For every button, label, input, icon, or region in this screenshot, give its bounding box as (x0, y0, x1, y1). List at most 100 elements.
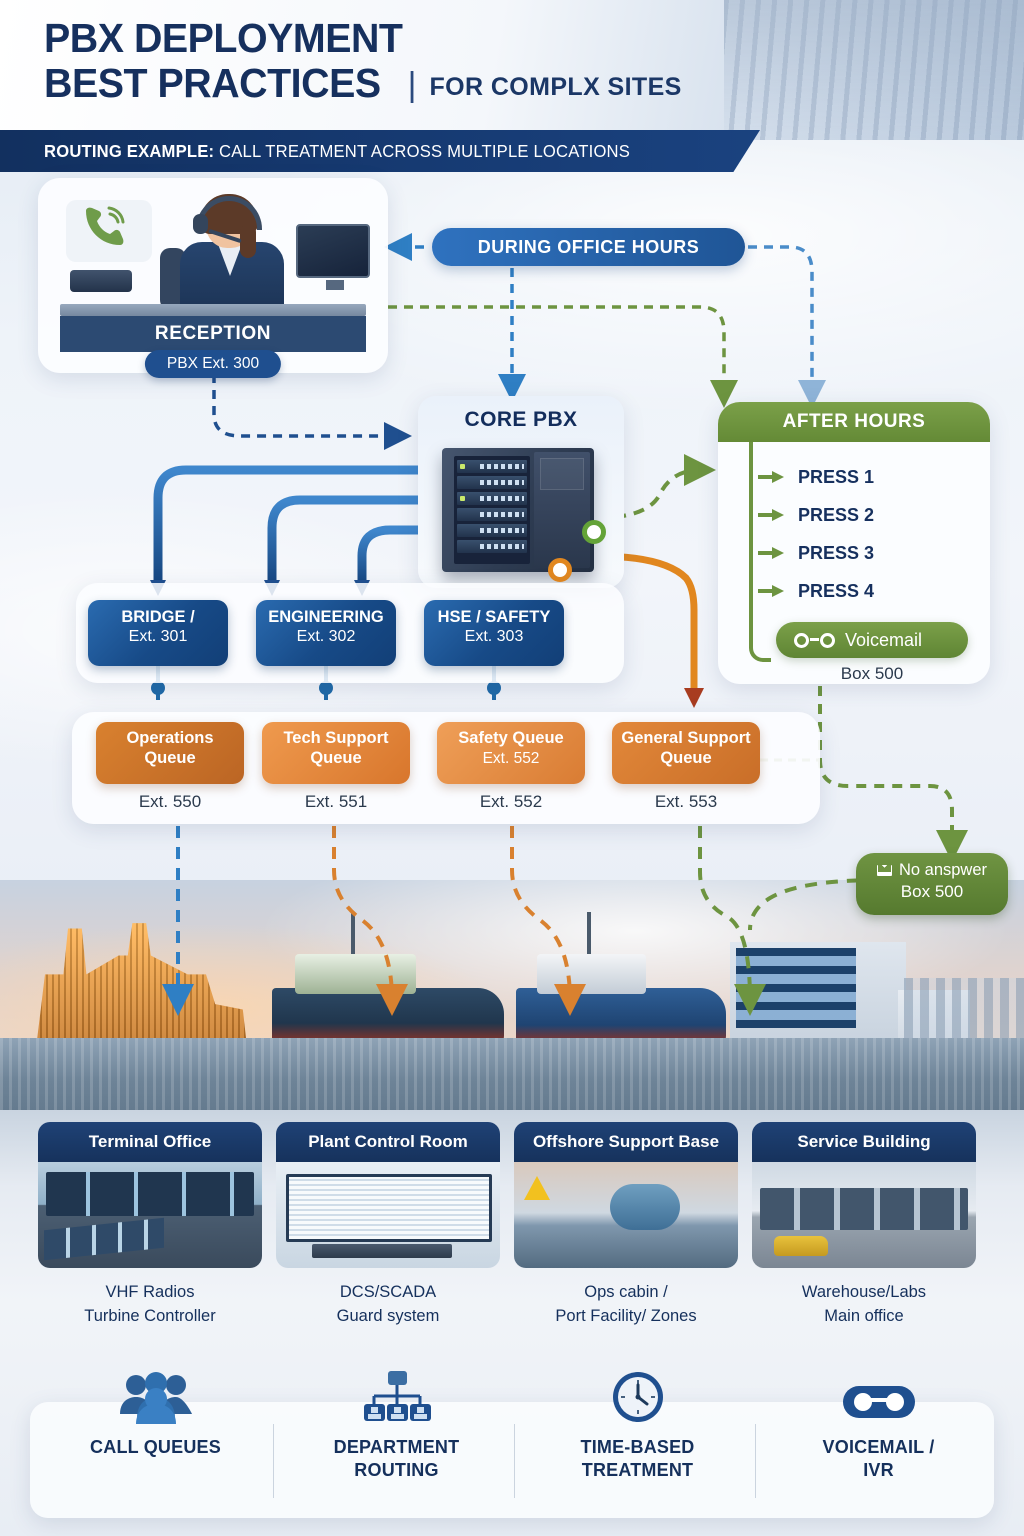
reception-desk-top (60, 304, 366, 316)
location-title: Terminal Office (88, 1132, 212, 1151)
location-caption: Ops cabin / Port Facility/ Zones (514, 1281, 738, 1329)
location-photo (38, 1162, 262, 1268)
department-engineering[interactable]: ENGINEERING Ext. 302 (256, 600, 396, 666)
ivr-option-press-4[interactable]: PRESS 4 (758, 572, 968, 610)
feature-label: DEPARTMENT ROUTING (276, 1436, 517, 1481)
after-hours-spine (749, 442, 771, 662)
title-line-1: PBX DEPLOYMENT (44, 15, 403, 61)
department-bridge[interactable]: BRIDGE / Ext. 301 (88, 600, 228, 666)
title-line-2: BEST PRACTICES (44, 59, 381, 106)
no-answer-box: Box 500 (900, 882, 964, 901)
queue-safety[interactable]: Safety Queue Ext. 552 (437, 722, 585, 784)
feature-label-line1: TIME-BASED (580, 1437, 695, 1457)
location-caption: VHF Radios Turbine Controller (38, 1281, 262, 1329)
title-subtitle: FOR COMPLX SITES (429, 72, 682, 101)
no-answer-row: No anspwer (856, 861, 1008, 880)
core-pbx-card: CORE PBX (418, 396, 624, 588)
feature-call-queues[interactable]: CALL QUEUES (35, 1370, 276, 1459)
location-card-offshore-support-base[interactable]: Offshore Support Base Ops cabin / Port F… (514, 1122, 738, 1352)
location-photo (752, 1162, 976, 1268)
desk-phone-icon (70, 270, 132, 292)
clock-icon (517, 1370, 758, 1424)
monitor-icon (296, 224, 370, 290)
voicemail-icon (794, 632, 835, 648)
page-title: PBX DEPLOYMENT BEST PRACTICES | FOR COMP… (44, 15, 682, 106)
location-card-plant-control-room[interactable]: Plant Control Room DCS/SCADA Guard syste… (276, 1122, 500, 1352)
location-header: Service Building (752, 1122, 976, 1162)
voicemail-tape (810, 638, 819, 642)
ivr-option-press-2[interactable]: PRESS 2 (758, 496, 968, 534)
queue-operations[interactable]: Operations Queue (96, 722, 244, 784)
department-name: ENGINEERING (268, 608, 384, 626)
voicemail-icon (758, 1370, 999, 1424)
reception-card: RECEPTION PBX Ext. 300 (38, 178, 388, 378)
server-rack-slots (454, 456, 530, 564)
during-office-hours-label: DURING OFFICE HOURS (477, 236, 700, 257)
location-caption-line2: Guard system (336, 1306, 440, 1325)
title-separator: | (407, 65, 417, 104)
voicemail-badge[interactable]: Voicemail (776, 622, 968, 658)
department-name: HSE / SAFETY (437, 608, 551, 626)
feature-label: TIME-BASED TREATMENT (517, 1436, 758, 1481)
server-slot (457, 540, 527, 553)
mast (350, 912, 355, 956)
location-caption-line1: VHF Radios (105, 1283, 195, 1301)
features-panel (30, 1402, 994, 1518)
location-caption-line1: Ops cabin / (584, 1283, 668, 1301)
no-answer-badge[interactable]: No anspwer Box 500 (856, 853, 1008, 915)
no-answer-label: No anspwer (898, 861, 988, 879)
during-office-hours-badge[interactable]: DURING OFFICE HOURS (432, 228, 745, 266)
department-extension: Ext. 301 (128, 628, 188, 646)
location-title: Service Building (797, 1132, 931, 1151)
arrow-right-icon (758, 509, 786, 521)
feature-voicemail-ivr[interactable]: VOICEMAIL / IVR (758, 1370, 999, 1481)
header-background (0, 0, 1024, 140)
feature-label-line2: ROUTING (354, 1459, 439, 1480)
location-header: Plant Control Room (276, 1122, 500, 1162)
queue-extension-operations: Ext. 550 (138, 792, 202, 811)
queue-name-line1: Safety Queue (458, 729, 564, 747)
department-hse-safety[interactable]: HSE / SAFETY Ext. 303 (424, 600, 564, 666)
location-caption-line2: Turbine Controller (84, 1306, 216, 1325)
deck (537, 954, 647, 994)
green-port-icon (582, 520, 606, 544)
reception-title-bar: RECEPTION (60, 316, 366, 352)
server-slot (457, 460, 527, 473)
feature-department-routing[interactable]: DEPARTMENT ROUTING (276, 1370, 517, 1481)
queue-extension-tech-support: Ext. 551 (304, 792, 368, 811)
office-building-illustration (730, 942, 970, 1052)
banner-bold-text: ROUTING EXAMPLE: (44, 140, 215, 161)
section-banner: ROUTING EXAMPLE: CALL TREATMENT ACROSS M… (0, 130, 760, 172)
feature-label: CALL QUEUES (35, 1436, 276, 1459)
location-title: Offshore Support Base (532, 1132, 720, 1151)
location-caption: DCS/SCADA Guard system (276, 1281, 500, 1329)
ivr-option-press-1[interactable]: PRESS 1 (758, 458, 968, 496)
reception-title: RECEPTION (154, 323, 272, 344)
scada-workstation-photo (276, 1162, 500, 1268)
feature-time-based-treatment[interactable]: TIME-BASED TREATMENT (517, 1370, 758, 1481)
location-card-terminal-office[interactable]: Terminal Office VHF Radios Turbine Contr… (38, 1122, 262, 1352)
reception-illustration (60, 192, 370, 310)
server-slot (457, 524, 527, 537)
feature-label-line1: VOICEMAIL / (822, 1437, 935, 1457)
ivr-option-label: PRESS 2 (798, 504, 875, 525)
ivr-option-press-3[interactable]: PRESS 3 (758, 534, 968, 572)
queue-general-support[interactable]: General Support Queue (612, 722, 760, 784)
location-photo (514, 1162, 738, 1268)
server-side-panel (534, 452, 590, 568)
location-caption: Warehouse/Labs Main office (752, 1281, 976, 1329)
ivr-option-label: PRESS 4 (798, 580, 875, 601)
feature-label-line1: CALL QUEUES (90, 1437, 221, 1457)
location-title: Plant Control Room (308, 1132, 468, 1151)
queue-tech-support[interactable]: Tech Support Queue (262, 722, 410, 784)
location-card-service-building[interactable]: Service Building Warehouse/Labs Main off… (752, 1122, 976, 1352)
location-caption-line2: Port Facility/ Zones (555, 1306, 697, 1325)
location-caption-line1: Warehouse/Labs (801, 1283, 927, 1301)
server-slot (457, 476, 527, 489)
users-group-icon (35, 1370, 276, 1424)
location-header: Offshore Support Base (514, 1122, 738, 1162)
server-left-bezel (442, 452, 454, 568)
server-slot (457, 508, 527, 521)
deck (295, 954, 416, 994)
